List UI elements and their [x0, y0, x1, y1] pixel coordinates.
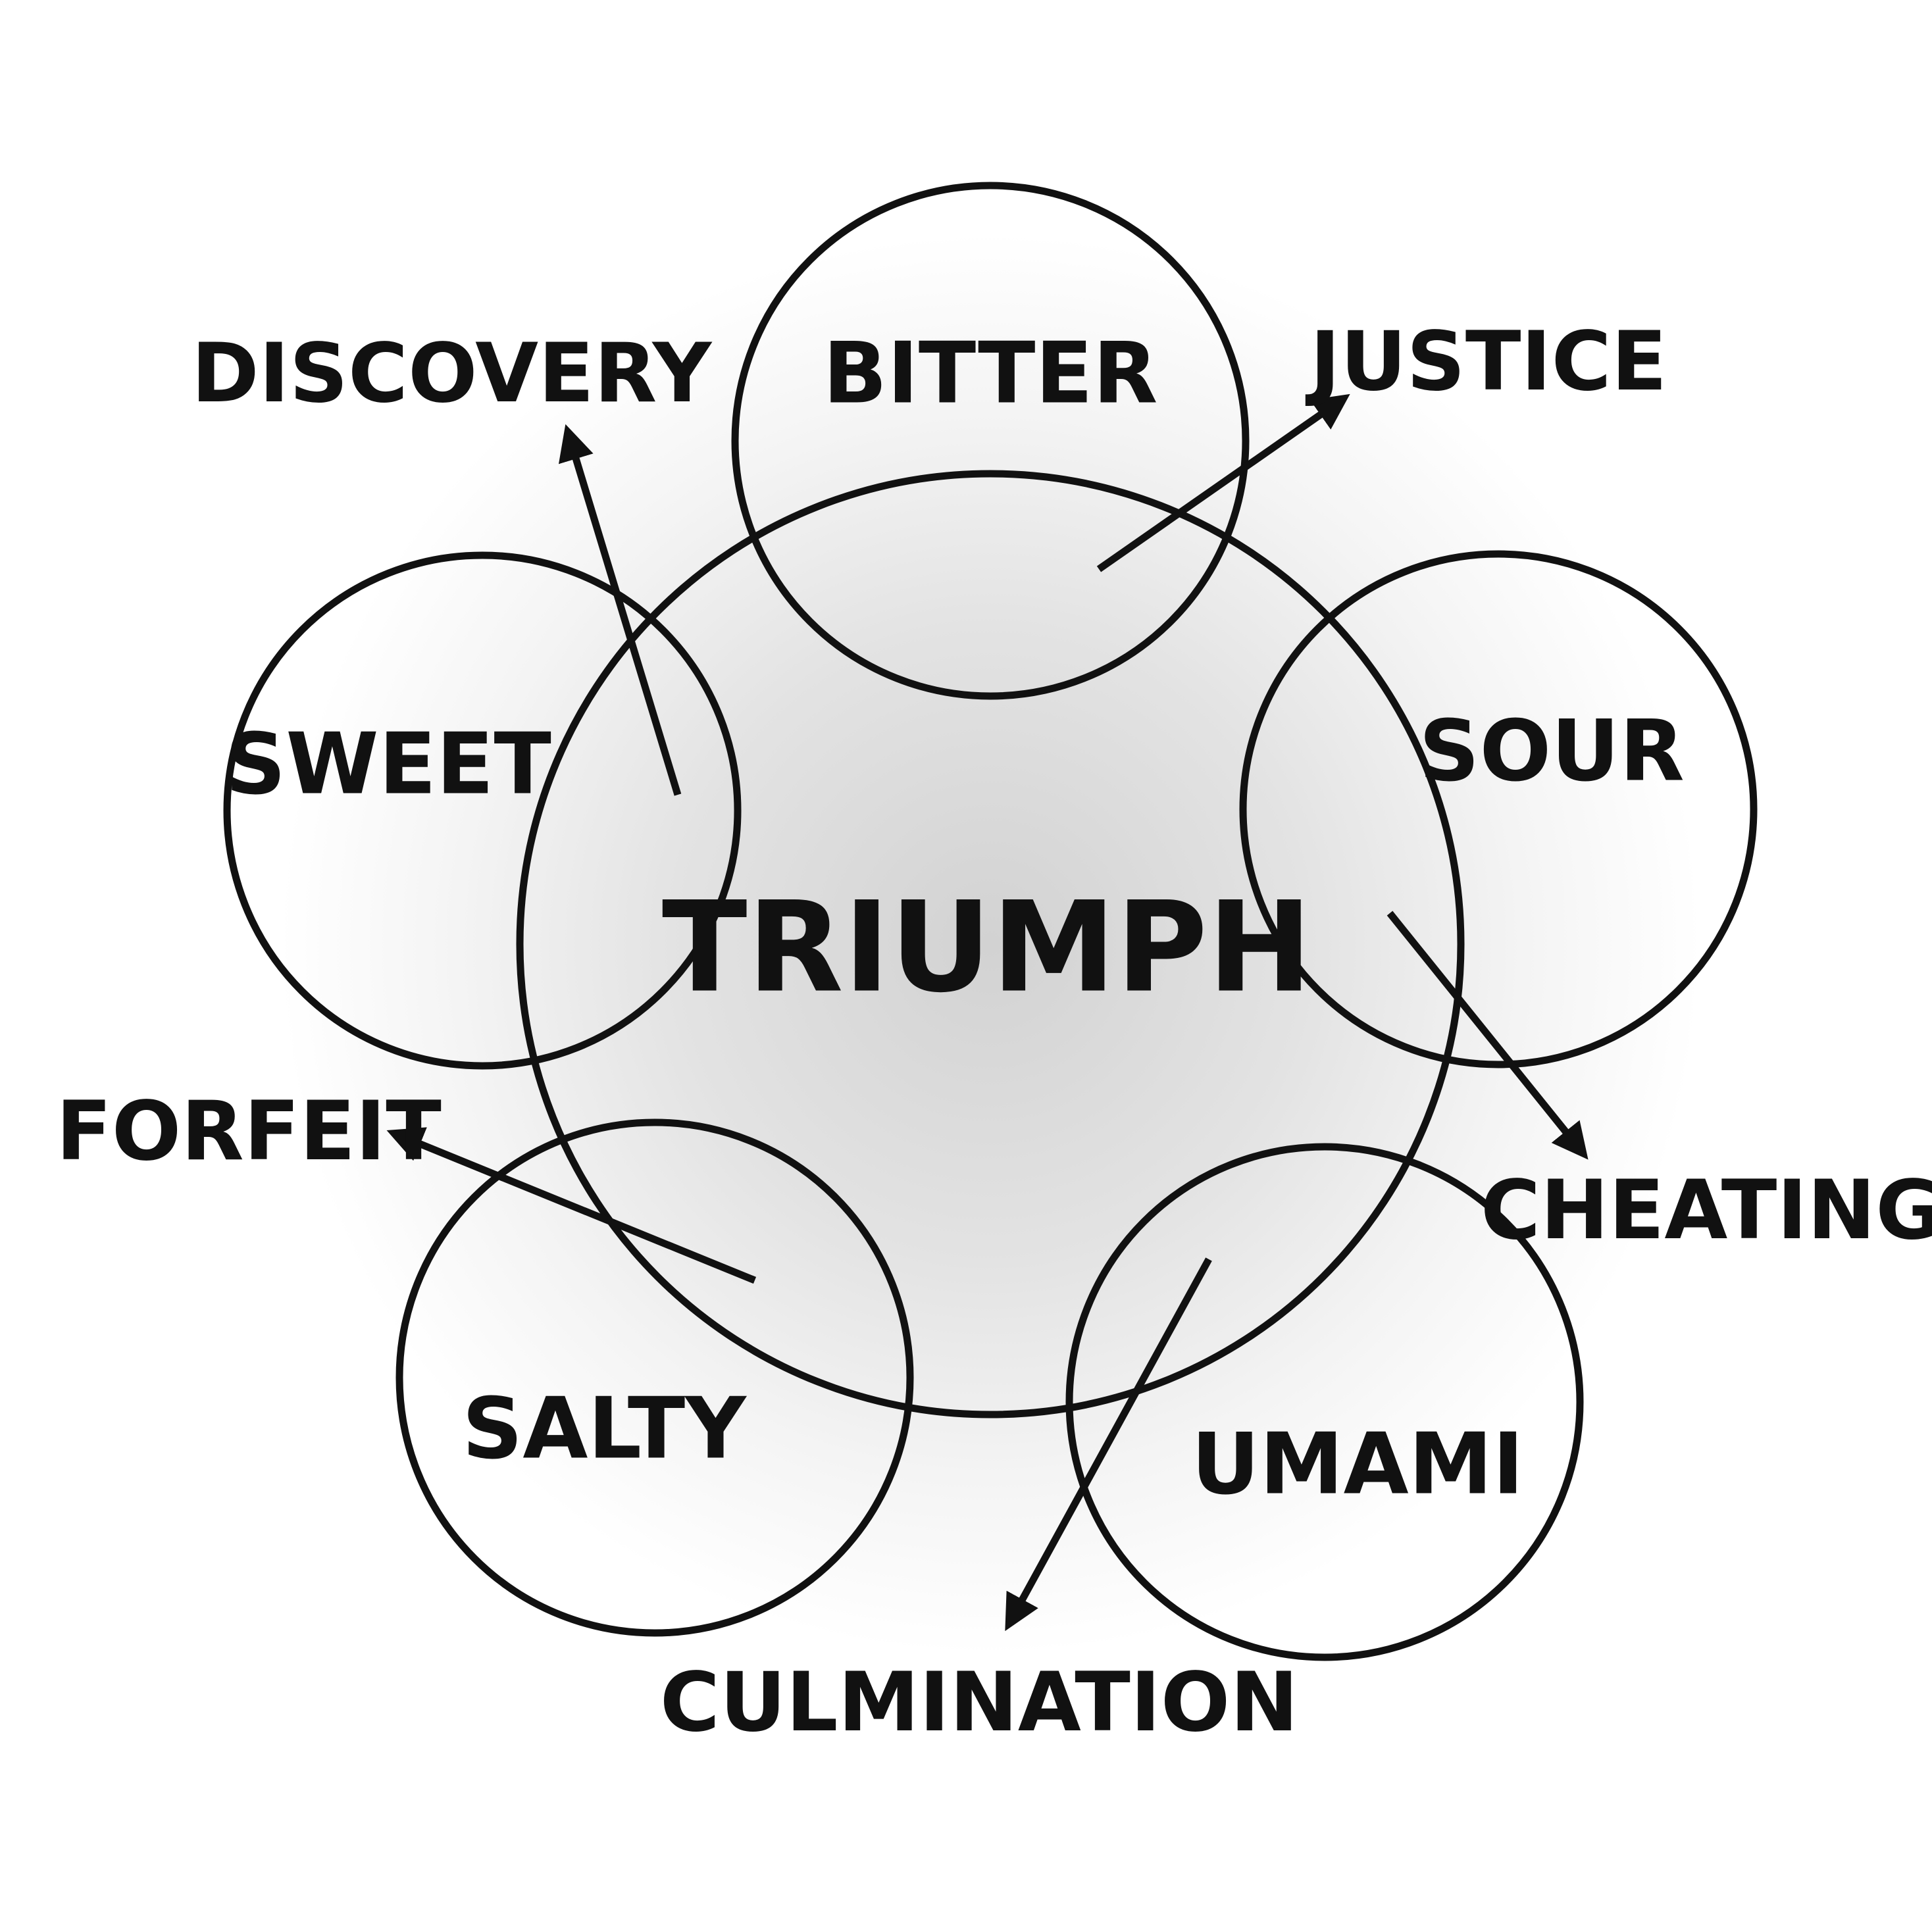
umami-circle	[1065, 1143, 1584, 1661]
bitter-circle	[731, 182, 1250, 700]
arrow-to-culmination	[1005, 1257, 1212, 1632]
arrow-to-justice	[1096, 393, 1350, 572]
outcome-label-culmination: CULMINATION	[660, 1655, 1298, 1750]
sour-circle	[1239, 550, 1758, 1068]
taste-label-umami: UMAMI	[1191, 1416, 1523, 1514]
sweet-circle	[223, 551, 742, 1070]
outcome-label-forfeit: FORFEIT	[56, 1084, 442, 1179]
outcome-label-discovery: DISCOVERY	[191, 326, 713, 421]
outcome-label-cheating: CHEATING	[1481, 1163, 1932, 1258]
taste-label-bitter: BITTER	[823, 325, 1158, 423]
arrow-to-cheating	[1386, 911, 1589, 1160]
taste-label-sour: SOUR	[1419, 703, 1685, 801]
center-label: TRIUMPH	[662, 875, 1312, 1020]
salty-circle	[395, 1118, 914, 1637]
outcome-label-justice: JUSTICE	[1306, 314, 1667, 409]
triumph-circle	[516, 470, 1465, 1418]
arrow-to-forfeit	[386, 1127, 757, 1284]
background-glow	[280, 234, 1701, 1655]
taste-label-sweet: SWEET	[225, 716, 551, 814]
taste-label-salty: SALTY	[462, 1380, 747, 1478]
arrow-to-discovery	[558, 424, 682, 796]
